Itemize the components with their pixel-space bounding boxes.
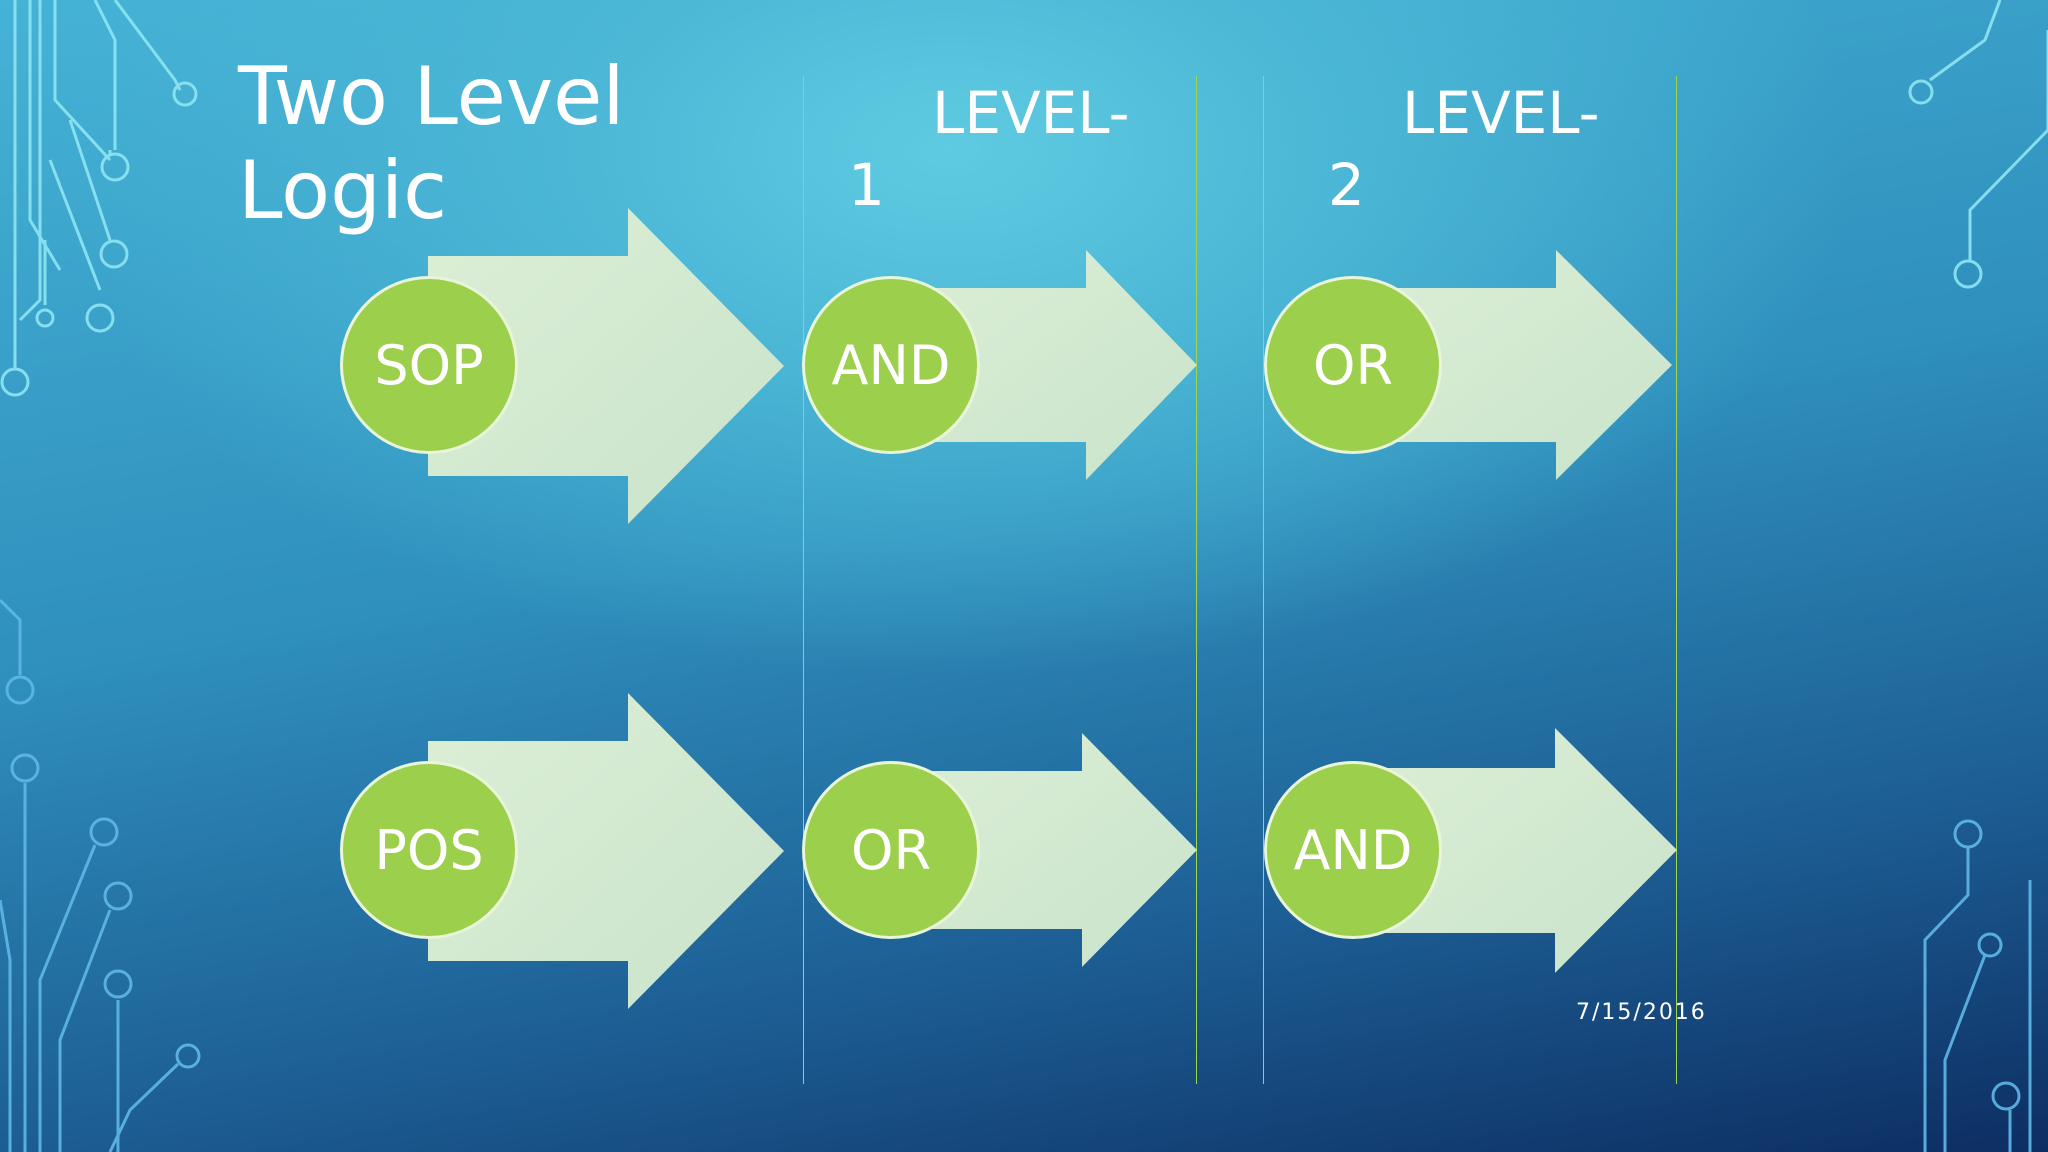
column-header-line1: LEVEL- [932, 79, 1130, 147]
slide-date: 7/15/2016 [1576, 1000, 1707, 1025]
arrow-right-icon [428, 693, 784, 1009]
node-level2-and: AND [1264, 761, 1442, 939]
column-header-line2: 1 [848, 151, 885, 219]
arrow-right-icon [428, 208, 784, 524]
node-level1-and: AND [802, 276, 980, 454]
column-header-line1: LEVEL- [1402, 79, 1600, 147]
arrow-right-icon [1350, 728, 1677, 973]
column-divider [1263, 76, 1264, 1084]
node-sop: SOP [340, 276, 518, 454]
slide-title: Two Level Logic [238, 50, 625, 237]
column-divider [1196, 76, 1197, 1084]
column-divider [803, 76, 804, 1084]
node-level2-or: OR [1264, 276, 1442, 454]
arrow-right-icon [880, 733, 1197, 967]
node-level1-or: OR [802, 761, 980, 939]
arrow-right-icon [1350, 250, 1672, 480]
node-pos: POS [340, 761, 518, 939]
column-header-line2: 2 [1328, 151, 1365, 219]
column-divider [1676, 76, 1677, 1084]
